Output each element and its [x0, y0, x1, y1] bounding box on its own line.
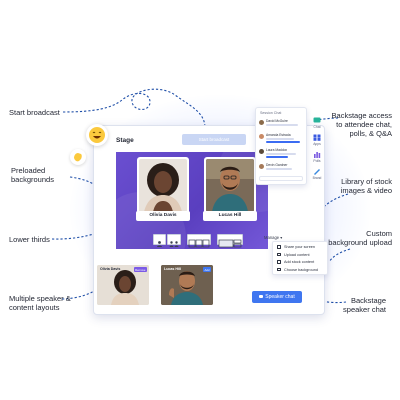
chat-text-line	[266, 153, 296, 155]
stage-background: Olivia Davis Lucas Hill	[116, 152, 268, 249]
callout-start-broadcast: Start broadcast	[9, 108, 60, 117]
chat-message: Amanda Estrada	[259, 133, 305, 146]
menu-item-share-screen[interactable]: Share your screen	[277, 244, 315, 251]
tool-label: Brand	[312, 176, 322, 180]
speaker-video-lucas	[204, 157, 256, 214]
backstage-speaker-name: Olivia Davis	[100, 267, 121, 271]
avatar	[259, 149, 264, 154]
chat-author: Devin Gardner	[266, 163, 288, 167]
backstage-tile-olivia[interactable]: Olivia Davis Remove	[97, 265, 149, 305]
menu-item-label: Upload content	[284, 252, 310, 257]
menu-item-label: Add stock content	[284, 260, 315, 264]
callout-line: Preloaded	[11, 166, 46, 175]
speaker-chat-label: Speaker chat	[265, 294, 295, 300]
lower-third-lucas: Lucas Hill	[203, 211, 257, 221]
callout-line: Custom	[366, 229, 392, 238]
chat-message: David McGuire	[259, 119, 305, 132]
layout-grid-button[interactable]	[187, 234, 211, 248]
brand-icon	[314, 169, 320, 175]
speaker-chat-button[interactable]: Speaker chat	[252, 291, 302, 303]
apps-icon	[313, 134, 321, 141]
callout-preloaded-backgrounds: Preloaded backgrounds	[11, 166, 54, 184]
manage-dropdown[interactable]: Manage ▾	[264, 235, 282, 240]
backstage-tile-lucas[interactable]: Lucas Hill Add	[161, 265, 213, 305]
chat-text-line	[266, 138, 294, 140]
chat-text-line	[266, 168, 292, 170]
start-broadcast-label: Start broadcast	[198, 137, 230, 142]
callout-line: Backstage	[350, 296, 386, 305]
callout-backstage-chat: Backstage speaker chat	[343, 296, 386, 314]
tool-apps[interactable]: Apps	[312, 134, 322, 146]
wave-emoji-icon	[70, 149, 86, 165]
chat-bubble-icon	[259, 295, 264, 299]
chat-text-line	[266, 156, 288, 158]
stage-title: Stage	[116, 137, 134, 144]
menu-item-stock-content[interactable]: Add stock content	[277, 259, 314, 266]
chat-text-line	[266, 124, 298, 126]
chat-author: Laura Maddox	[266, 148, 288, 152]
speaker-photo	[139, 159, 187, 212]
chat-title: Session Chat	[260, 111, 282, 115]
menu-item-label: Choose background	[284, 267, 318, 272]
backstage-speaker-name: Lucas Hill	[164, 267, 181, 271]
tool-polls[interactable]: Polls	[312, 151, 322, 163]
avatar	[259, 134, 264, 139]
layout-single-button[interactable]	[153, 234, 166, 247]
callout-stock-library: Library of stock images & video	[341, 177, 392, 195]
lower-third-olivia: Olivia Davis	[136, 211, 190, 221]
callout-lower-thirds: Lower thirds	[9, 235, 50, 244]
menu-item-label: Share your screen	[284, 245, 316, 249]
chat-author: David McGuire	[266, 119, 288, 123]
lower-third-name: Lucas Hill	[218, 213, 242, 218]
stock-icon	[277, 260, 281, 264]
avatar	[259, 164, 264, 169]
smile-emoji-icon	[86, 124, 108, 146]
tool-label: Apps	[313, 142, 321, 146]
tool-label: Polls	[313, 159, 321, 163]
tool-brand[interactable]: Brand	[312, 168, 322, 180]
callout-line: speaker chat	[343, 305, 386, 315]
callout-backstage-access: Backstage access to attendee chat, polls…	[332, 111, 392, 138]
speaker-video-olivia	[137, 157, 189, 214]
callout-line: background upload	[328, 238, 392, 248]
callout-line: images & video	[340, 186, 392, 196]
callout-custom-background: Custom background upload	[328, 229, 392, 247]
tool-chat[interactable]: Chat	[312, 117, 322, 129]
upload-icon	[277, 252, 281, 257]
avatar	[259, 120, 264, 125]
callout-line: backgrounds	[11, 175, 54, 185]
callout-line: polls, & Q&A	[349, 129, 392, 139]
callout-line: content layouts	[9, 303, 60, 313]
callout-text: Lower thirds	[9, 235, 50, 244]
callout-line: Multiple speaker &	[9, 294, 71, 303]
polls-icon	[314, 152, 321, 158]
add-badge-button[interactable]: Add	[203, 267, 211, 272]
chat-icon	[313, 117, 321, 123]
speaker-photo	[206, 159, 254, 212]
chat-author: Amanda Estrada	[266, 133, 291, 137]
manage-label: Manage ▾	[264, 235, 283, 240]
layout-content-button[interactable]	[217, 234, 243, 248]
chat-message: Devin Gardner	[259, 163, 305, 176]
menu-item-choose-background[interactable]: Choose background	[277, 267, 318, 274]
screen-icon	[277, 245, 281, 249]
callout-text: Start broadcast	[9, 108, 60, 117]
callout-line: Backstage access	[331, 111, 392, 120]
callout-multiple-layouts: Multiple speaker & content layouts	[9, 294, 71, 312]
background-icon	[277, 267, 281, 272]
session-chat-panel: Session Chat David McGuire Amanda Estrad…	[255, 107, 307, 185]
callout-line: Library of stock	[341, 177, 392, 186]
layout-duo-button[interactable]	[167, 234, 181, 247]
lower-third-name: Olivia Davis	[149, 213, 177, 218]
chat-text-line	[266, 141, 300, 143]
callout-line: to attendee chat,	[336, 120, 392, 130]
tool-label: Chat	[313, 125, 321, 129]
remove-badge-button[interactable]: Remove	[133, 267, 147, 272]
chat-input[interactable]	[259, 176, 303, 181]
manage-menu: Share your screen Upload content Add sto…	[272, 241, 328, 275]
start-broadcast-button[interactable]: Start broadcast	[182, 134, 246, 145]
menu-item-upload-content[interactable]: Upload content	[277, 252, 310, 259]
chat-message: Laura Maddox	[259, 148, 305, 161]
